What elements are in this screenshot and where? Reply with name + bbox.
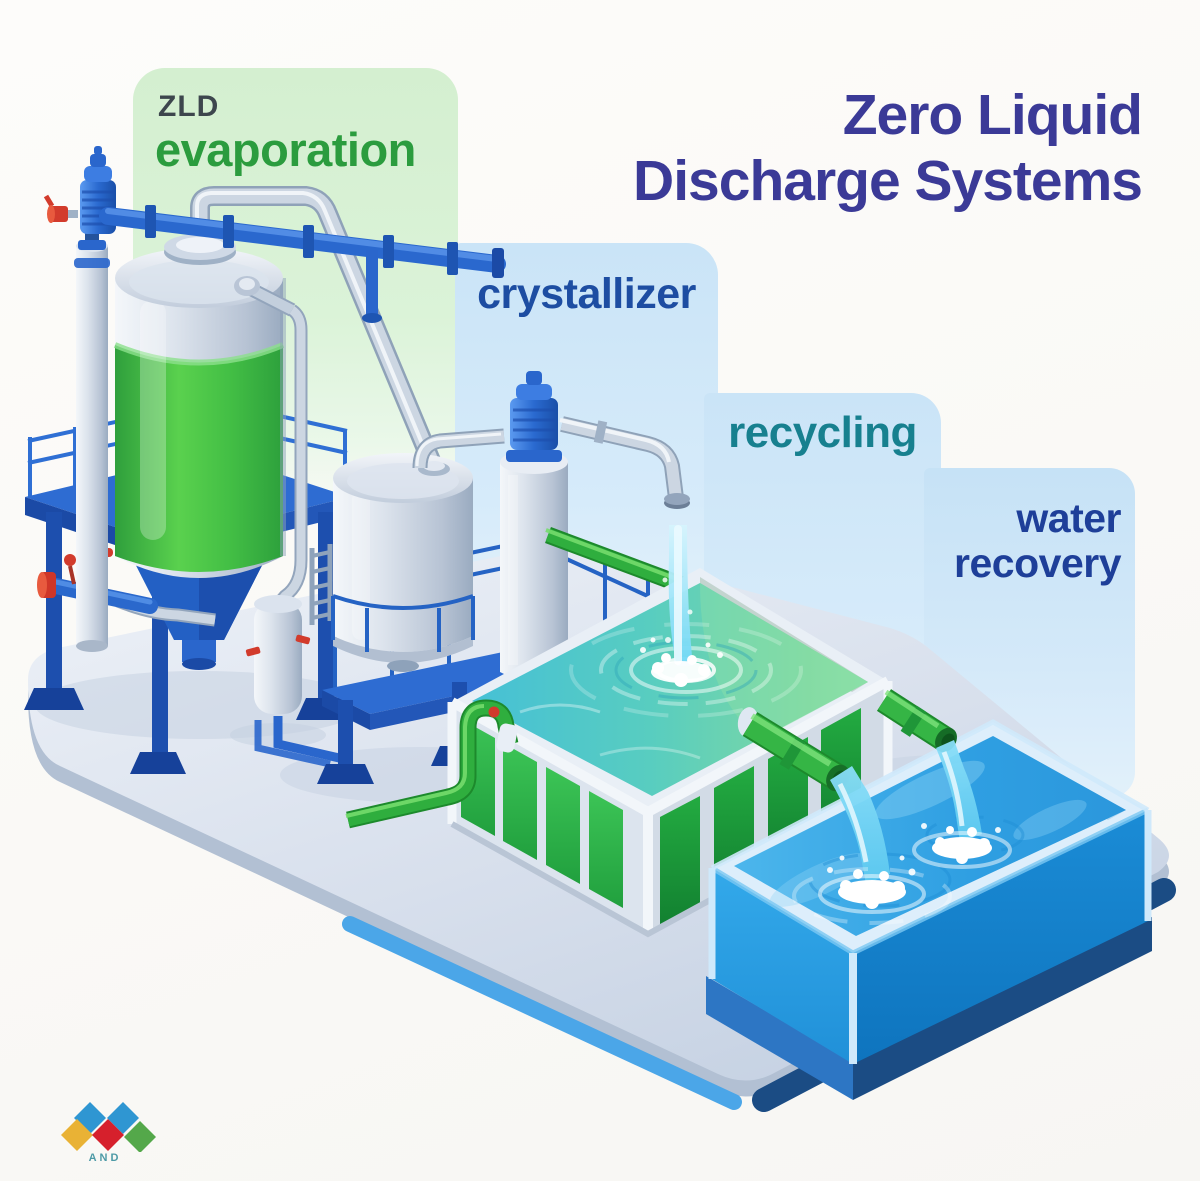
recycling-basin [345,525,893,938]
feed-pipe [99,205,506,323]
crystallizer-outfall [640,525,723,687]
water-recovery-line-1: water [1016,495,1121,541]
pipe-clamp-icon [488,706,500,718]
logo-diamond [124,1121,156,1153]
zld-label: ZLD [158,90,220,123]
recovery-stream-1 [792,766,952,925]
page-title: Zero Liquid Discharge Systems [633,82,1143,214]
logo-diamond [92,1119,124,1151]
recycling-label: recycling [728,408,917,457]
crystallizer-motor [506,371,562,462]
basin-inlet-pipe [345,699,519,829]
recovery-stream-2 [912,740,1012,869]
logo-wordmark: AND [88,1152,122,1164]
agitator-column [74,240,110,652]
title-line-1: Zero Liquid [842,83,1143,147]
crystallizer-label: crystallizer [477,270,696,318]
logo-diamond [61,1119,93,1151]
evaporator-tank [113,248,286,578]
water-recovery-label: water recovery [924,495,1121,587]
vapor-pipe [190,186,444,472]
logo-diamonds-icon [61,1102,156,1153]
water-recovery-line-2: recovery [954,540,1121,587]
water-recovery-basin [706,689,1152,1100]
recovery-frame [708,719,1152,1064]
condensate-pot [245,595,350,768]
evaporator-motor [43,146,116,250]
title-line-2: Discharge Systems [633,149,1143,214]
crystallizer-pipes [412,416,684,499]
evaporator-unit [24,146,506,774]
ladder [309,544,333,625]
brand-logo: AND [55,1096,165,1174]
evaporation-label: evaporation [155,123,416,176]
crystallizer-tank-large [331,453,475,672]
